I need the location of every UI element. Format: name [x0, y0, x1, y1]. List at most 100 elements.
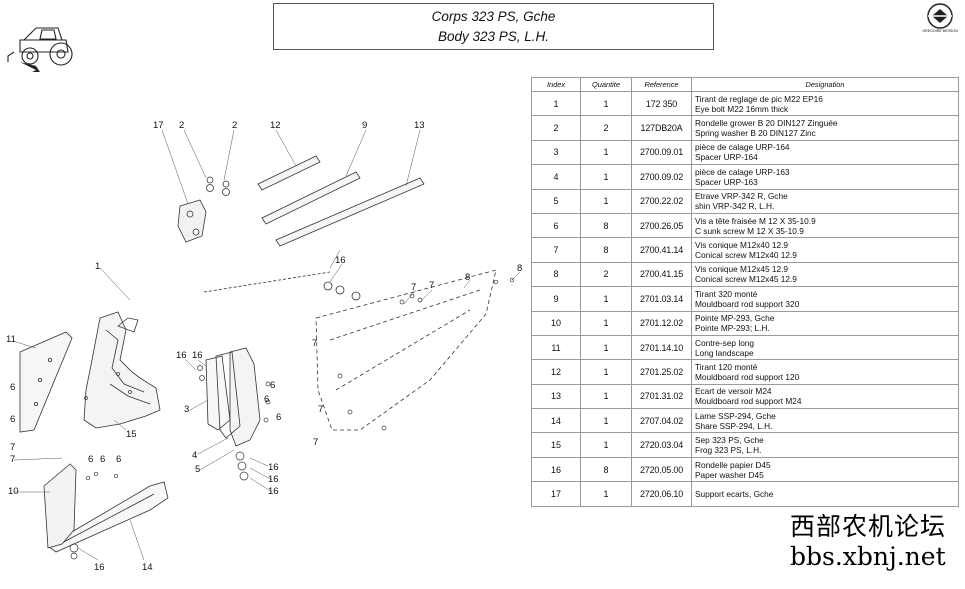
callout-16g: 16 — [94, 562, 105, 573]
designation-english: Long landscape — [695, 347, 754, 358]
callout-6b: 6 — [10, 414, 15, 425]
cell-reference: 2707.04.02 — [631, 408, 692, 434]
callout-7d: 7 — [318, 404, 323, 415]
title-french: Corps 323 PS, Gche — [431, 9, 556, 24]
point-part — [43, 463, 77, 549]
cell-quantity: 1 — [580, 139, 632, 166]
designation-french: Pointe MP-293, Gche — [695, 313, 775, 324]
cell-index: 15 — [531, 432, 581, 458]
cell-reference: 172 350 — [631, 90, 692, 117]
callout-15: 15 — [126, 429, 137, 440]
header-index: Index — [531, 77, 581, 92]
cell-reference: 2700.22.02 — [631, 188, 692, 214]
designation-english: Mouldboard rod support M24 — [695, 396, 802, 407]
callout-7c: 7 — [312, 338, 317, 349]
cell-index: 11 — [531, 334, 581, 361]
cell-index: 5 — [531, 188, 581, 214]
callout-5: 5 — [195, 464, 200, 475]
designation-french: Tirant de reglage de pic M22 EP16 — [695, 93, 823, 104]
callout-6h: 6 — [116, 454, 121, 465]
cell-index: 16 — [531, 456, 581, 483]
designation-english: Mouldboard rod support 120 — [695, 371, 800, 382]
cell-quantity: 1 — [580, 432, 632, 458]
cell-quantity: 1 — [580, 164, 632, 190]
cell-quantity: 8 — [580, 237, 632, 263]
designation-french: Vis conique M12x45 12.9 — [695, 264, 789, 275]
cell-quantity: 1 — [580, 481, 632, 507]
landside-part — [19, 331, 73, 433]
forum-watermark: 西部农机论坛 bbs.xbnj.net — [790, 512, 946, 572]
cell-designation: Support ecarts, Gche — [691, 481, 959, 507]
spacer-4-part — [215, 351, 241, 439]
callout-16f: 16 — [268, 486, 279, 497]
callout-11: 11 — [6, 334, 16, 345]
callout-6g: 6 — [100, 454, 105, 465]
table-header-row: Index Quantite Reference Designation — [531, 77, 959, 92]
cell-reference: 2701.03.14 — [631, 286, 692, 312]
designation-french: Tirant 320 monté — [695, 288, 758, 299]
callout-1: 1 — [95, 261, 100, 272]
designation-french: Rondelle grower B 20 DIN127 Zinguée — [695, 118, 838, 129]
shin-part — [229, 347, 261, 447]
cell-reference: 2700.41.14 — [631, 237, 692, 263]
callout-2b: 2 — [232, 120, 237, 131]
callout-6e: 6 — [276, 412, 281, 423]
tractor-icon — [7, 27, 73, 72]
callout-4: 4 — [192, 450, 197, 461]
designation-english: Spacer URP-164 — [695, 152, 758, 163]
callout-2a: 2 — [179, 120, 184, 131]
designation-french: Tirant 120 monté — [695, 361, 758, 372]
callout-6f: 6 — [88, 454, 93, 465]
cell-quantity: 2 — [580, 115, 632, 141]
cell-index: 6 — [531, 212, 581, 239]
cell-quantity: 1 — [580, 188, 632, 214]
designation-french: pièce de calage URP-163 — [695, 166, 790, 177]
designation-english: C sunk screw M 12 X 35-10.9 — [695, 225, 804, 236]
cell-quantity: 2 — [580, 261, 632, 288]
cell-reference: 2701.25.02 — [631, 359, 692, 385]
header-designation: Designation — [691, 77, 959, 92]
callout-6a: 6 — [10, 382, 15, 393]
callout-8a: 8 — [465, 272, 470, 283]
cell-index: 10 — [531, 310, 581, 336]
watermark-url: bbs.xbnj.net — [790, 542, 946, 571]
cell-reference: 2701.14.10 — [631, 334, 692, 361]
cell-index: 14 — [531, 408, 581, 434]
cell-index: 7 — [531, 237, 581, 263]
cell-reference: 2720.05.00 — [631, 456, 692, 483]
cell-index: 1 — [531, 90, 581, 117]
designation-french: Etrave VRP-342 R, Gche — [695, 191, 788, 202]
designation-french: Contre-sep long — [695, 337, 755, 348]
brand-logo-icon — [927, 3, 953, 29]
cell-quantity: 1 — [580, 408, 632, 434]
header-reference: Reference — [631, 77, 692, 92]
callout-12: 12 — [270, 120, 281, 131]
callout-6c: 6 — [270, 380, 275, 391]
cell-reference: 2701.12.02 — [631, 310, 692, 336]
callout-3: 3 — [184, 404, 189, 415]
designation-english: Share SSP-294, L.H. — [695, 420, 773, 431]
designation-english: Spacer URP-163 — [695, 176, 758, 187]
callout-13: 13 — [414, 120, 425, 131]
callout-16b: 16 — [176, 350, 187, 361]
cell-index: 13 — [531, 383, 581, 410]
cell-quantity: 1 — [580, 359, 632, 385]
exploded-parts-drawing: 17 2 2 12 9 13 1 16 8 8 7 7 7 7 7 11 6 6… — [6, 120, 522, 573]
